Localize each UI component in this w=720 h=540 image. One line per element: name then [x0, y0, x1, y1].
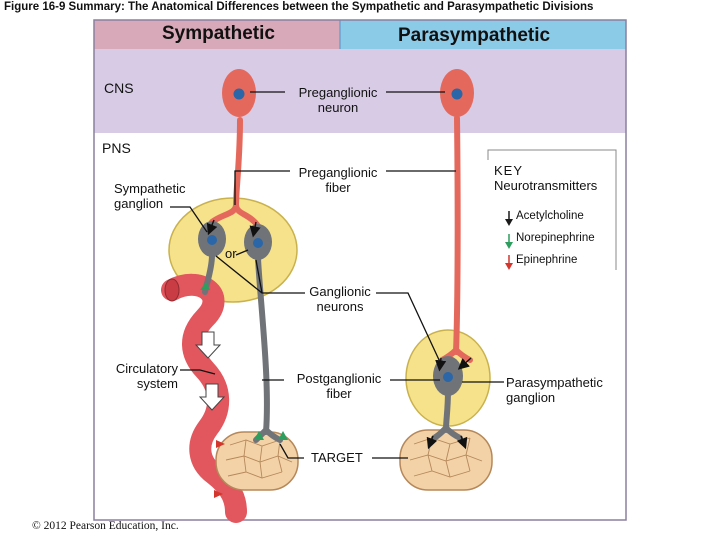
- sympathetic-preganglionic-neuron: [209, 69, 261, 229]
- figure-title: Figure 16-9 Summary: The Anatomical Diff…: [4, 1, 594, 13]
- sympathetic-header: Sympathetic: [162, 23, 275, 44]
- sympathetic-target-tissue: [215, 431, 299, 491]
- or-label: or: [225, 246, 237, 261]
- key-acetylcholine-label: Acetylcholine: [516, 210, 584, 222]
- key-epinephrine-label: Epinephrine: [516, 254, 578, 266]
- key-bracket: [487, 149, 617, 270]
- acetylcholine-arrows: [206, 219, 472, 450]
- parasympathetic-target-tissue: [399, 429, 493, 491]
- vessel-opening: [164, 278, 180, 302]
- cns-band: [94, 49, 626, 133]
- key-acetylcholine-arrow-icon: [505, 211, 513, 226]
- sympathetic-header-band: [94, 20, 340, 49]
- key-epinephrine-arrow-icon: [505, 255, 513, 270]
- pns-band: [94, 133, 626, 520]
- pns-label: PNS: [102, 140, 131, 156]
- cns-label: CNS: [104, 80, 134, 96]
- norepinephrine-arrows: [200, 282, 288, 440]
- epinephrine-arrows: [214, 440, 225, 498]
- parasympathetic-header: Parasympathetic: [398, 25, 551, 46]
- copyright-notice: © 2012 Pearson Education, Inc.: [32, 520, 179, 532]
- figure-border: [93, 19, 627, 521]
- key-norepinephrine-arrow-icon: [505, 234, 513, 249]
- flow-arrow-1: [194, 331, 222, 359]
- flow-arrow-2: [198, 383, 226, 411]
- target-label: TARGET: [311, 450, 363, 465]
- parasympathetic-header-band: [340, 20, 626, 49]
- leader-lines: [170, 91, 504, 459]
- key-norepinephrine-label: Norepinephrine: [516, 232, 595, 244]
